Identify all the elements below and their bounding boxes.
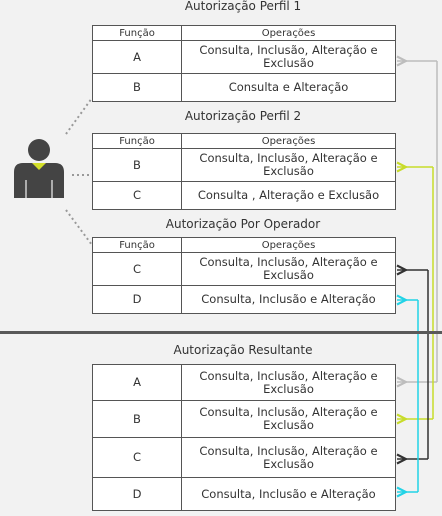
col-operacoes: Operações — [181, 133, 396, 149]
operator-table: Função Operações C Consulta, Inclusão, A… — [92, 237, 396, 314]
operacoes-cell: Consulta, Inclusão, Alteração e Exclusão — [181, 364, 396, 401]
section-divider — [0, 331, 442, 334]
operacoes-cell: Consulta, Inclusão, Alteração e Exclusão — [181, 437, 396, 478]
funcao-cell: C — [92, 252, 182, 286]
profile1-title: Autorização Perfil 1 — [184, 0, 302, 13]
profile2-title: Autorização Perfil 2 — [184, 109, 302, 123]
operacoes-cell: Consulta, Inclusão, Alteração e Exclusão — [181, 400, 396, 438]
operacoes-cell: Consulta, Inclusão e Alteração — [181, 285, 396, 314]
col-operacoes: Operações — [181, 25, 396, 41]
operacoes-cell: Consulta, Inclusão, Alteração e Exclusão — [181, 40, 396, 74]
funcao-cell: A — [92, 364, 182, 401]
operacoes-cell: Consulta e Alteração — [181, 73, 396, 102]
dotted-link-operator — [65, 209, 93, 246]
profile2-table: Função Operações B Consulta, Inclusão, A… — [92, 133, 396, 210]
operacoes-cell: Consulta , Alteração e Exclusão — [181, 181, 396, 210]
funcao-cell: B — [92, 148, 182, 182]
result-table: A Consulta, Inclusão, Alteração e Exclus… — [92, 364, 396, 511]
col-funcao: Função — [92, 133, 182, 149]
col-funcao: Função — [92, 237, 182, 253]
funcao-cell: B — [92, 73, 182, 102]
funcao-cell: C — [92, 437, 182, 478]
funcao-cell: B — [92, 400, 182, 438]
operacoes-cell: Consulta, Inclusão e Alteração — [181, 477, 396, 511]
operacoes-cell: Consulta, Inclusão, Alteração e Exclusão — [181, 252, 396, 286]
profile1-table: Função Operações A Consulta, Inclusão, A… — [92, 25, 396, 102]
user-icon — [14, 139, 64, 198]
operacoes-cell: Consulta, Inclusão, Alteração e Exclusão — [181, 148, 396, 182]
funcao-cell: D — [92, 477, 182, 511]
dotted-link-profile1 — [65, 97, 93, 135]
funcao-cell: D — [92, 285, 182, 314]
operator-title: Autorização Por Operador — [165, 217, 321, 231]
funcao-cell: A — [92, 40, 182, 74]
col-funcao: Função — [92, 25, 182, 41]
col-operacoes: Operações — [181, 237, 396, 253]
result-title: Autorização Resultante — [173, 343, 313, 357]
funcao-cell: C — [92, 181, 182, 210]
